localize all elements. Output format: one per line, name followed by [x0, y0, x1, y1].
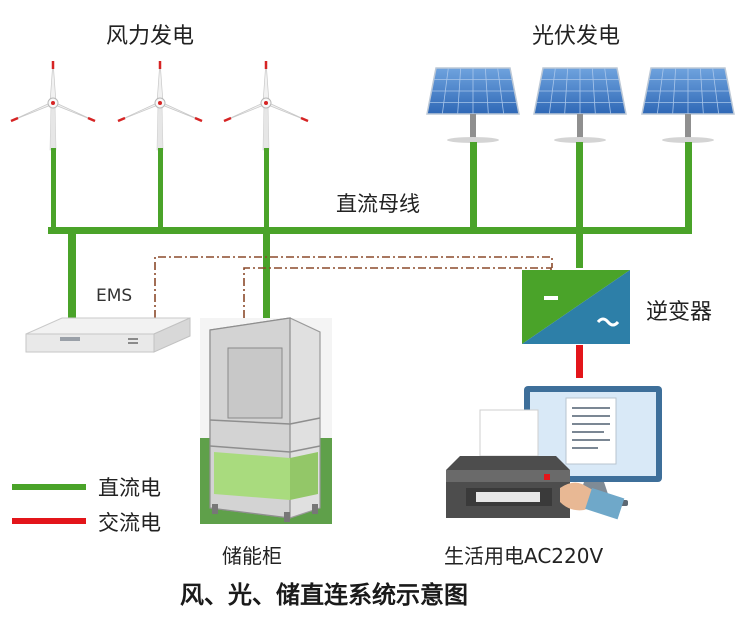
wind-turbine-icon [223, 60, 309, 151]
pv-power-label: 光伏发电 [532, 24, 621, 49]
pv-feeder-3 [685, 142, 692, 230]
ems-label: EMS [96, 286, 133, 306]
solar-panel-icon [533, 67, 627, 143]
ems-signal-line [154, 256, 553, 318]
printer-computer-icon [446, 386, 662, 520]
wind-turbine-icon [117, 60, 203, 151]
solar-panel-icon [641, 67, 735, 143]
wind-turbine-icon [10, 60, 96, 151]
ems-device-icon [25, 317, 191, 353]
storage-feeder [263, 232, 270, 318]
legend-dc-swatch [12, 484, 86, 490]
signal-lines [154, 256, 553, 318]
legend-ac-swatch [12, 518, 86, 524]
wind-feeder-3 [264, 148, 269, 230]
storage-signal-line [243, 267, 552, 318]
inverter-icon [522, 270, 630, 344]
ems-feeder [68, 232, 76, 324]
pv-feeder-2 [576, 142, 583, 230]
pv-feeder-1 [470, 142, 477, 230]
legend-ac-label: 交流电 [98, 511, 161, 535]
dc-wiring [48, 142, 692, 324]
solar-panel-icon [426, 67, 520, 143]
wind-feeder-2 [158, 148, 163, 230]
ac-line [576, 345, 583, 378]
wind-power-label: 风力发电 [106, 24, 195, 49]
dc-bus [48, 227, 692, 234]
load-label: 生活用电AC220V [444, 544, 604, 568]
diagram-title: 风、光、储直连系统示意图 [180, 581, 468, 609]
storage-label: 储能柜 [222, 544, 282, 568]
storage-cabinet-icon [200, 317, 332, 524]
dc-bus-label: 直流母线 [336, 192, 420, 216]
legend-dc-label: 直流电 [98, 476, 161, 500]
inverter-label: 逆变器 [646, 300, 713, 325]
inverter-feeder [576, 232, 583, 268]
wind-feeder-1 [51, 148, 56, 230]
